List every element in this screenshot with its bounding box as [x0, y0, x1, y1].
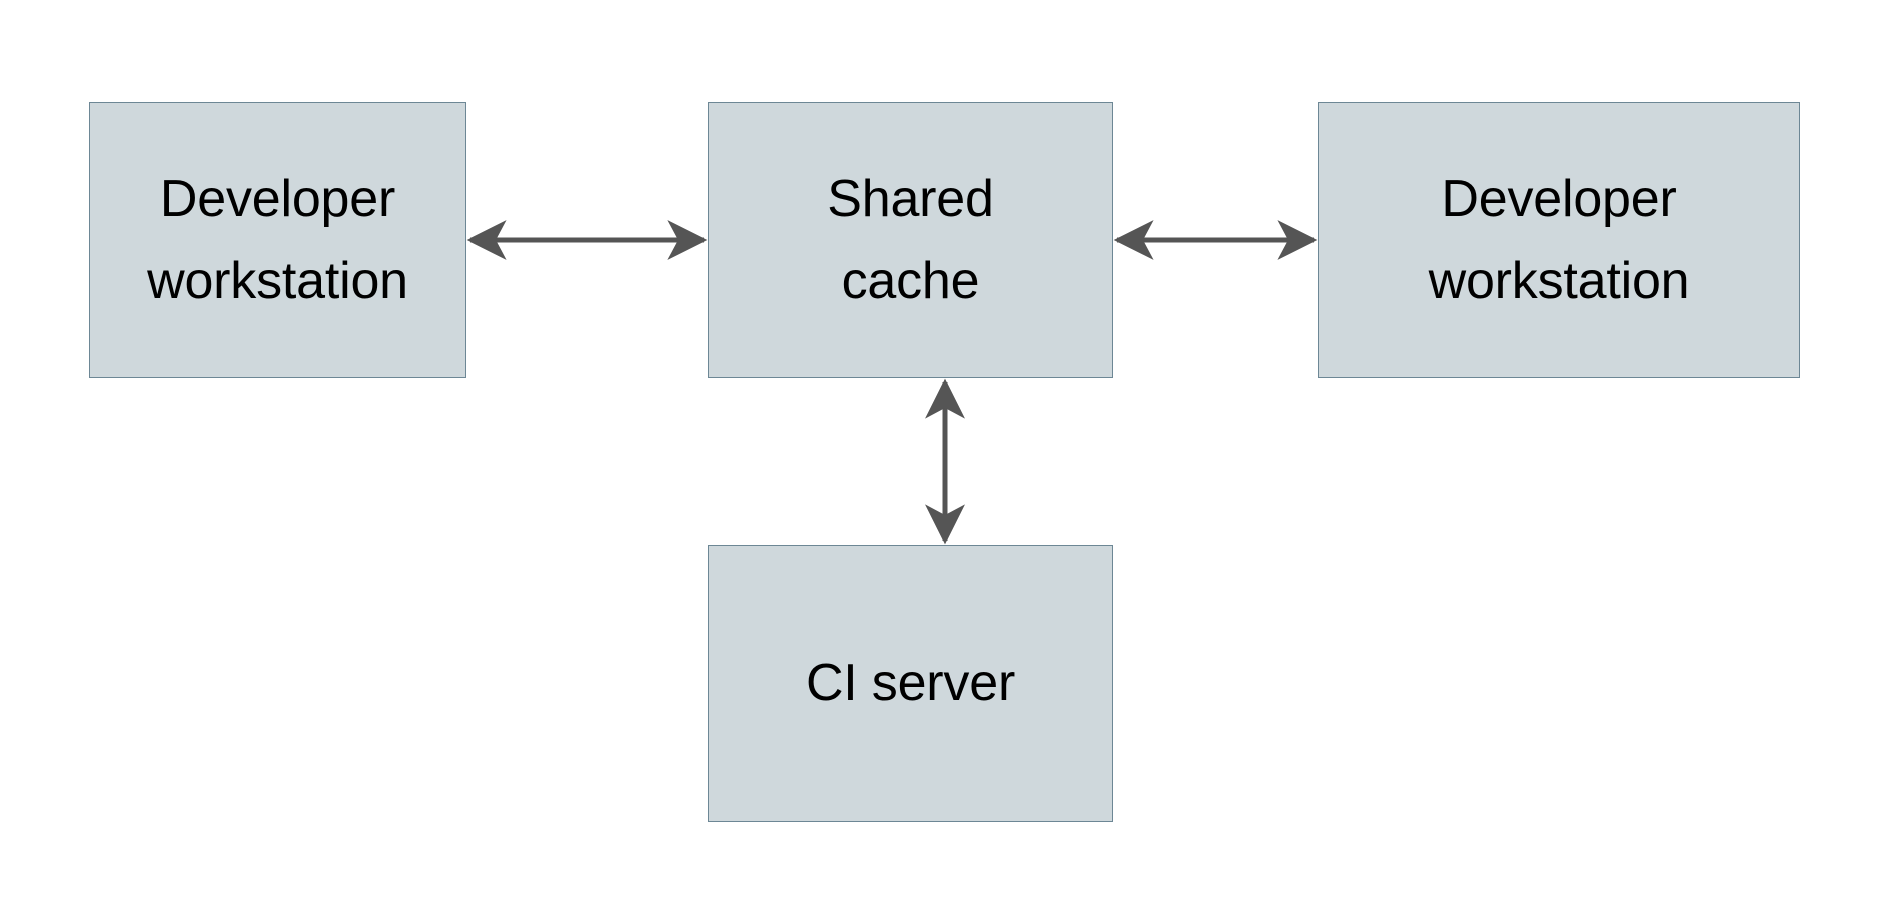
node-ci-server[interactable]: CI server — [708, 545, 1113, 822]
edge-shared-cache-to-developer-right[interactable] — [1113, 214, 1318, 266]
node-label: CI server — [805, 654, 1016, 713]
node-label: Developer workstation — [147, 169, 408, 310]
edge-developer-left-to-shared-cache[interactable] — [466, 214, 708, 266]
node-developer-workstation-right[interactable]: Developer workstation — [1318, 102, 1800, 378]
edge-shared-cache-to-ci-server[interactable] — [919, 378, 971, 545]
node-label: Shared cache — [827, 169, 994, 310]
node-shared-cache[interactable]: Shared cache — [708, 102, 1113, 378]
node-label: Developer workstation — [1428, 169, 1690, 310]
node-developer-workstation-left[interactable]: Developer workstation — [89, 102, 466, 378]
